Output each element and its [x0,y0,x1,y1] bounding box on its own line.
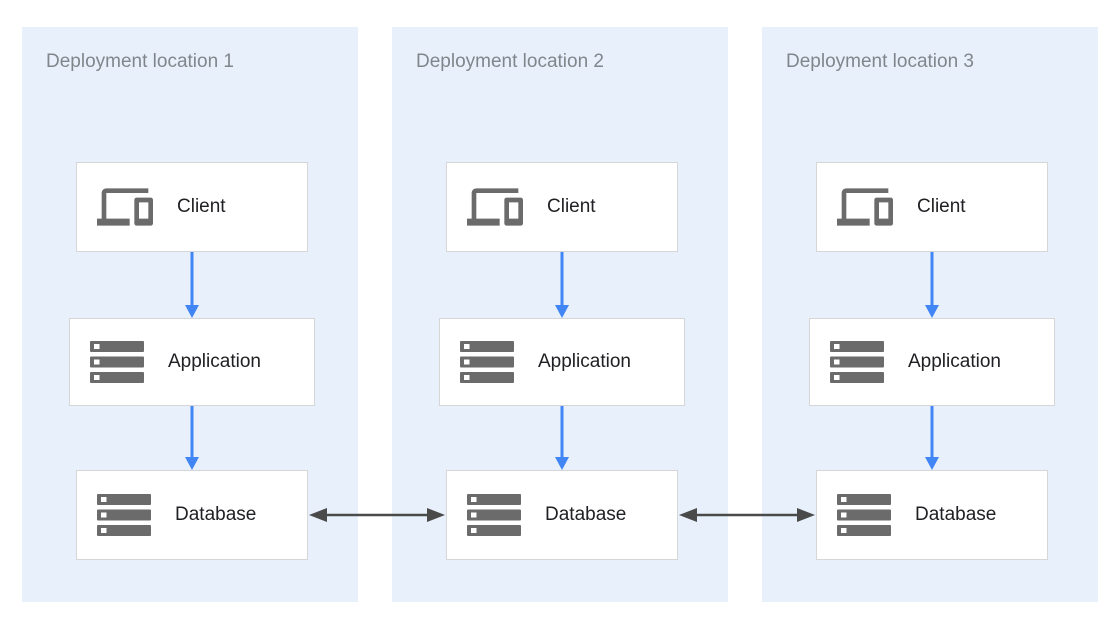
node-label: Application [908,351,1001,372]
node-application-2: Application [439,318,685,406]
node-database-1: Database [76,470,308,560]
panel-title: Deployment location 3 [786,51,974,72]
node-label: Database [915,504,997,525]
node-label: Client [177,196,226,217]
node-client-1: Client [76,162,308,252]
node-application-1: Application [69,318,315,406]
node-label: Application [538,351,631,372]
panel-title: Deployment location 1 [46,51,234,72]
node-client-3: Client [816,162,1048,252]
servers-icon [830,341,884,383]
node-label: Database [175,504,257,525]
node-label: Application [168,351,261,372]
panel-title: Deployment location 2 [416,51,604,72]
node-application-3: Application [809,318,1055,406]
devices-icon [97,188,153,226]
panel-deployment-location-2: Deployment location 2 Client Application… [392,27,728,602]
servers-icon [837,494,891,536]
servers-icon [90,341,144,383]
node-database-3: Database [816,470,1048,560]
node-label: Client [917,196,966,217]
node-client-2: Client [446,162,678,252]
devices-icon [837,188,893,226]
servers-icon [467,494,521,536]
node-label: Client [547,196,596,217]
devices-icon [467,188,523,226]
panel-deployment-location-1: Deployment location 1 Client Application… [22,27,358,602]
node-database-2: Database [446,470,678,560]
servers-icon [97,494,151,536]
panel-deployment-location-3: Deployment location 3 Client Application… [762,27,1098,602]
servers-icon [460,341,514,383]
node-label: Database [545,504,627,525]
